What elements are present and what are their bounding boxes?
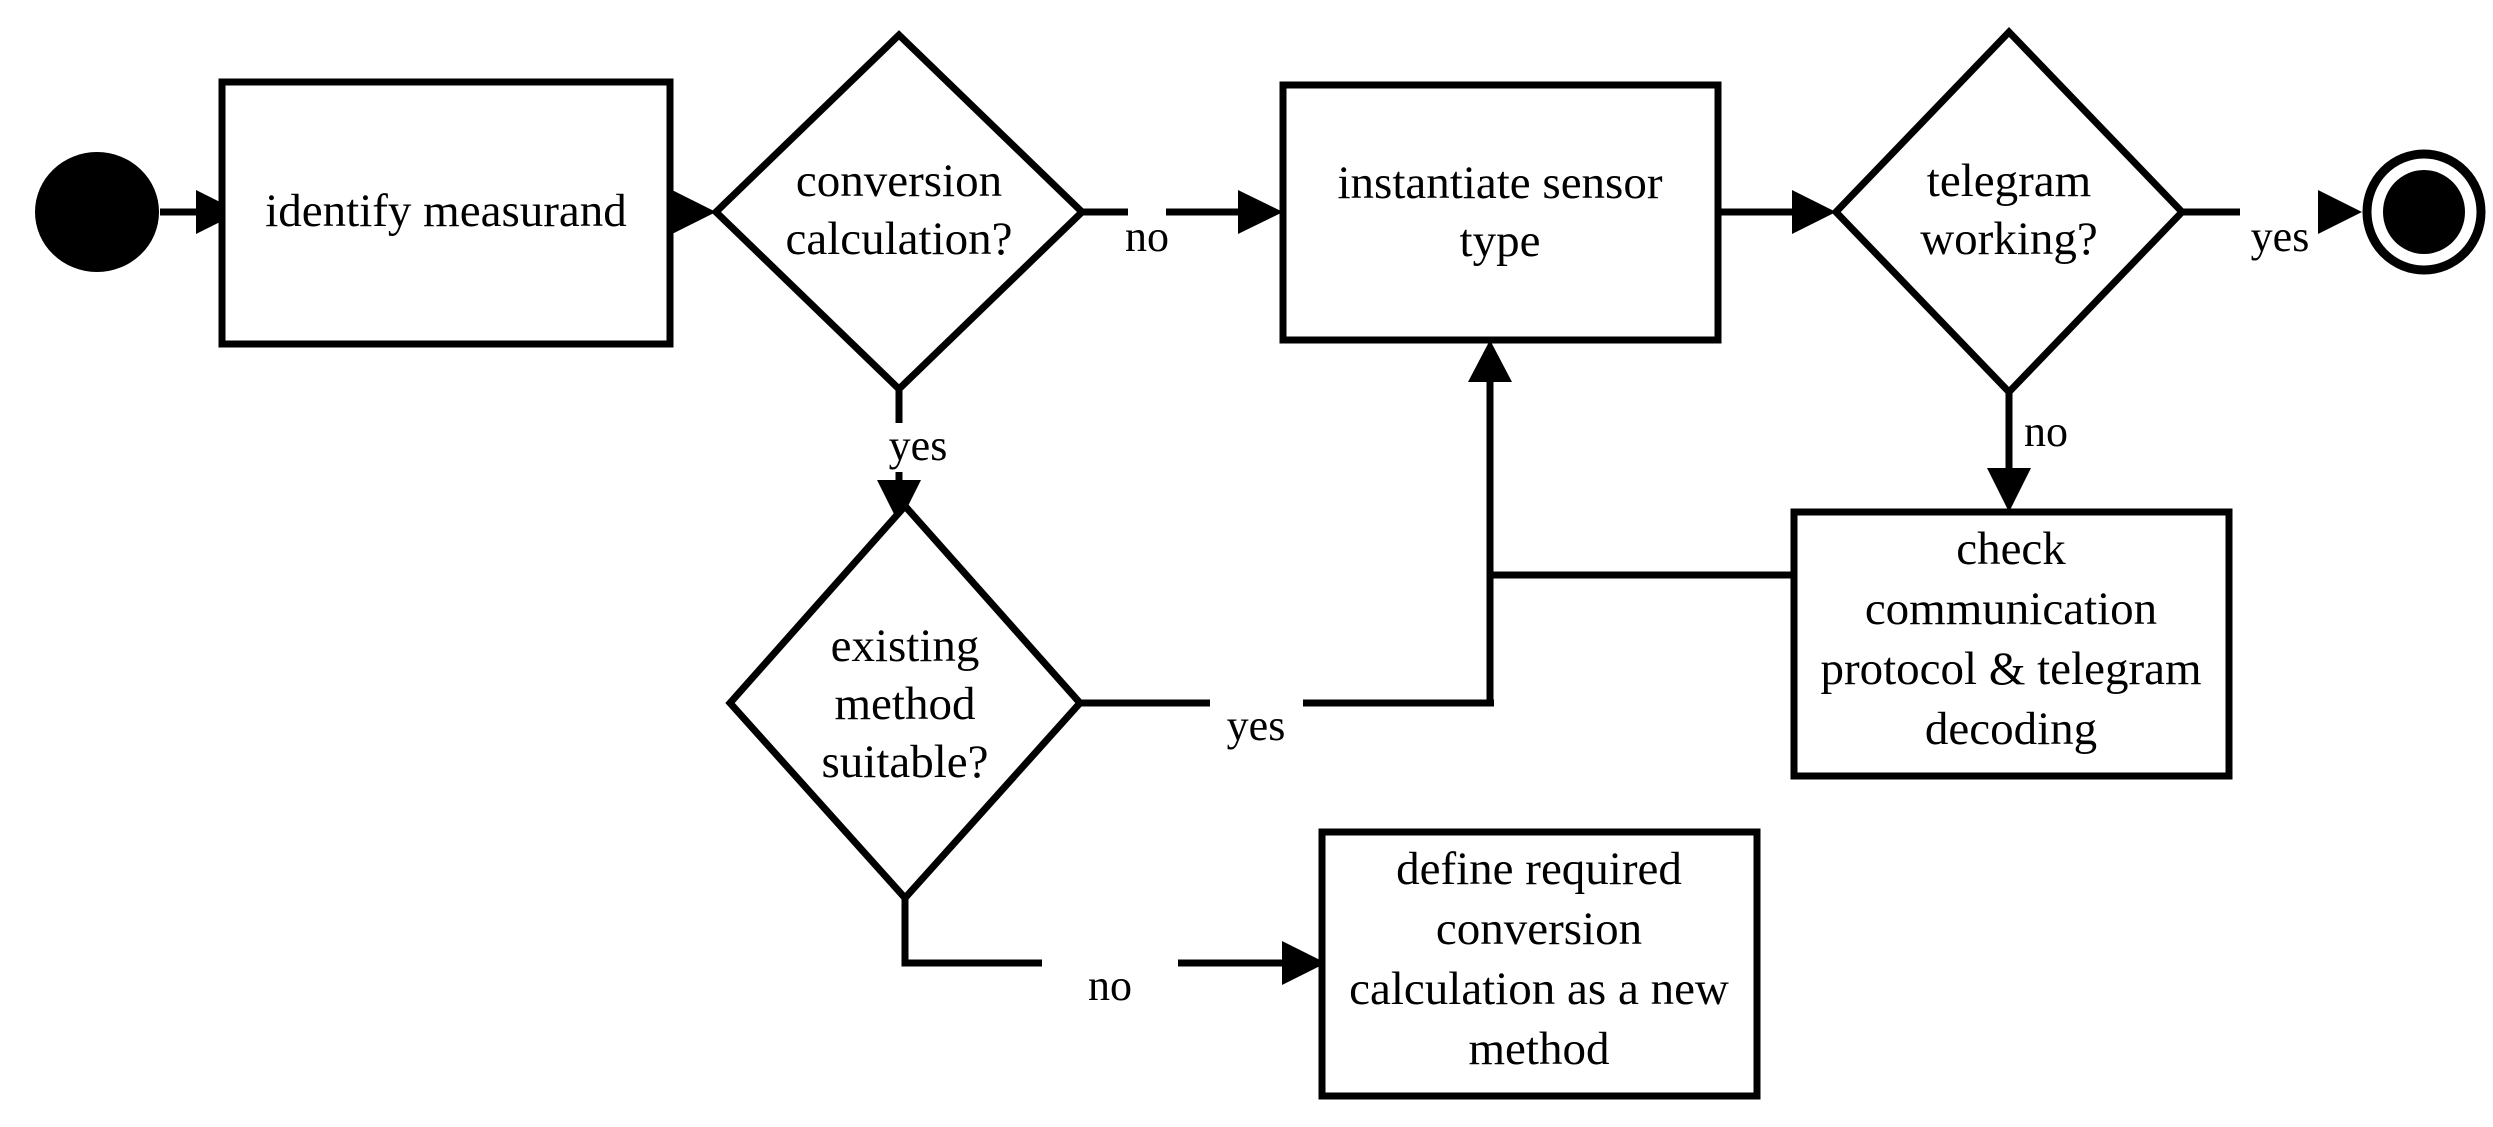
edge-line-elbow — [901, 898, 1042, 967]
edge-existing-yes-to-junction: yes — [1080, 699, 1494, 750]
node-label-line2: method — [835, 678, 976, 730]
edge-conversion-no-to-instantiate: no — [1082, 190, 1283, 261]
node-check-communication[interactable]: check communication protocol & telegram … — [1790, 508, 2233, 780]
node-label-line3: protocol & telegram — [1820, 643, 2201, 695]
node-label-line2: type — [1460, 215, 1541, 267]
node-telegram-working[interactable]: telegram working? — [1831, 26, 2187, 398]
arrowhead-icon — [2318, 190, 2362, 234]
edge-identify-to-conversion — [670, 190, 716, 234]
edge-telegram-no-to-check: no — [1987, 392, 2068, 512]
node-define-required-conversion[interactable]: define required conversion calculation a… — [1318, 828, 1761, 1100]
decision-diamond[interactable] — [725, 500, 1085, 904]
edge-label-yes: yes — [1227, 701, 1286, 750]
node-label-line2: conversion — [1436, 903, 1642, 955]
node-label-line3: suitable? — [821, 736, 988, 788]
node-label-line1: check — [1956, 523, 2066, 575]
node-label-line1: telegram — [1927, 155, 2091, 207]
node-label-line2: communication — [1865, 583, 2157, 635]
decision-diamond[interactable] — [1831, 26, 2187, 398]
final-node-inner-disc[interactable] — [2383, 170, 2465, 254]
node-conversion-calculation[interactable]: conversion calculation? — [710, 30, 1088, 394]
edge-label-no: no — [2024, 407, 2068, 456]
edge-existing-no-to-define: no — [901, 898, 1326, 1010]
node-end[interactable] — [2362, 149, 2486, 275]
node-label-line1: define required — [1396, 843, 1682, 895]
edge-label-yes: yes — [2251, 212, 2310, 261]
edge-instantiate-to-telegram — [1718, 190, 1836, 234]
decision-diamond[interactable] — [710, 30, 1088, 394]
node-label-line2: working? — [1920, 213, 2098, 265]
node-start[interactable] — [35, 152, 159, 272]
node-label-line4: decoding — [1925, 703, 2097, 755]
arrowhead-icon — [877, 480, 921, 524]
edge-label-no: no — [1125, 212, 1169, 261]
edge-label-yes: yes — [889, 421, 948, 470]
edge-telegram-yes-to-end: yes — [2182, 190, 2362, 261]
edge-label-no: no — [1088, 961, 1132, 1010]
action-box[interactable] — [218, 78, 674, 348]
node-label-line1: instantiate sensor — [1337, 157, 1662, 209]
arrowhead-icon — [1238, 190, 1283, 234]
node-instantiate-sensor-type[interactable]: instantiate sensor type — [1279, 81, 1722, 344]
arrowhead-icon — [1792, 190, 1836, 234]
node-label-line1: existing — [831, 620, 980, 672]
node-label-line4: method — [1469, 1023, 1610, 1075]
action-box[interactable] — [1318, 828, 1761, 1100]
node-label-line3: calculation as a new — [1349, 963, 1729, 1015]
edge-junction-to-instantiate — [1468, 340, 1512, 703]
initial-node-icon[interactable] — [35, 152, 159, 272]
edge-conversion-yes-to-existing: yes — [877, 389, 947, 524]
node-label-line1: conversion — [796, 155, 1002, 207]
arrowhead-icon — [1468, 340, 1512, 382]
action-box[interactable] — [1279, 81, 1722, 344]
action-box[interactable] — [1790, 508, 2233, 780]
arrowhead-icon — [1987, 468, 2031, 512]
arrowhead-icon — [1282, 941, 1326, 985]
node-existing-method-suitable[interactable]: existing method suitable? — [725, 500, 1085, 904]
node-identify-measurand[interactable]: identify measurand — [218, 78, 674, 348]
node-label-line2: calculation? — [785, 213, 1012, 265]
edge-start-to-identify — [160, 190, 240, 234]
arrowhead-icon — [196, 190, 240, 234]
node-label: identify measurand — [265, 185, 627, 237]
arrowhead-icon — [672, 190, 716, 234]
